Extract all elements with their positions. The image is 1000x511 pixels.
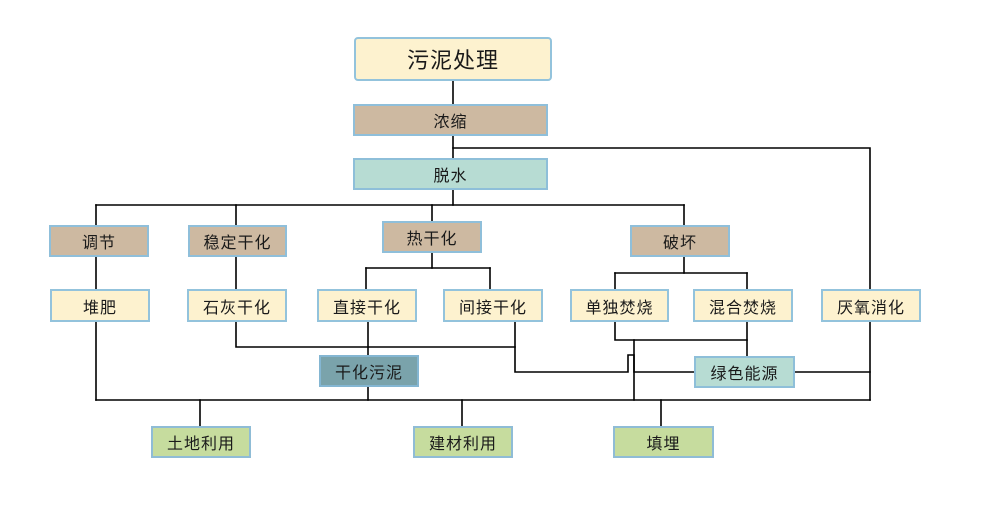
node-building-material-use: 建材利用 xyxy=(413,426,513,458)
node-stabilize-dry: 稳定干化 xyxy=(188,225,287,257)
root-node-sludge-treatment: 污泥处理 xyxy=(354,37,552,81)
node-landfill: 填埋 xyxy=(613,426,714,458)
node-dewater: 脱水 xyxy=(353,158,548,190)
node-mono-incineration: 单独焚烧 xyxy=(570,289,669,322)
node-concentrate: 浓缩 xyxy=(353,104,548,136)
node-indirect-dry: 间接干化 xyxy=(443,289,543,322)
node-dried-sludge: 干化污泥 xyxy=(319,355,419,387)
node-direct-dry: 直接干化 xyxy=(317,289,417,322)
node-green-energy: 绿色能源 xyxy=(694,356,795,388)
node-thermal-dry: 热干化 xyxy=(382,221,482,253)
connector-lime-to-dried xyxy=(235,321,516,348)
node-land-use: 土地利用 xyxy=(151,426,251,458)
connector-concentrate-anaerobic xyxy=(452,147,871,291)
node-lime-dry: 石灰干化 xyxy=(187,289,287,322)
node-co-incineration: 混合焚烧 xyxy=(693,289,793,322)
connector-indirect-green xyxy=(514,321,696,373)
node-compost: 堆肥 xyxy=(50,289,150,322)
node-break: 破坏 xyxy=(630,225,730,257)
node-anaerobic-digestion: 厌氧消化 xyxy=(821,289,921,322)
node-condition: 调节 xyxy=(49,225,149,257)
connector-mono-energy xyxy=(614,321,748,341)
